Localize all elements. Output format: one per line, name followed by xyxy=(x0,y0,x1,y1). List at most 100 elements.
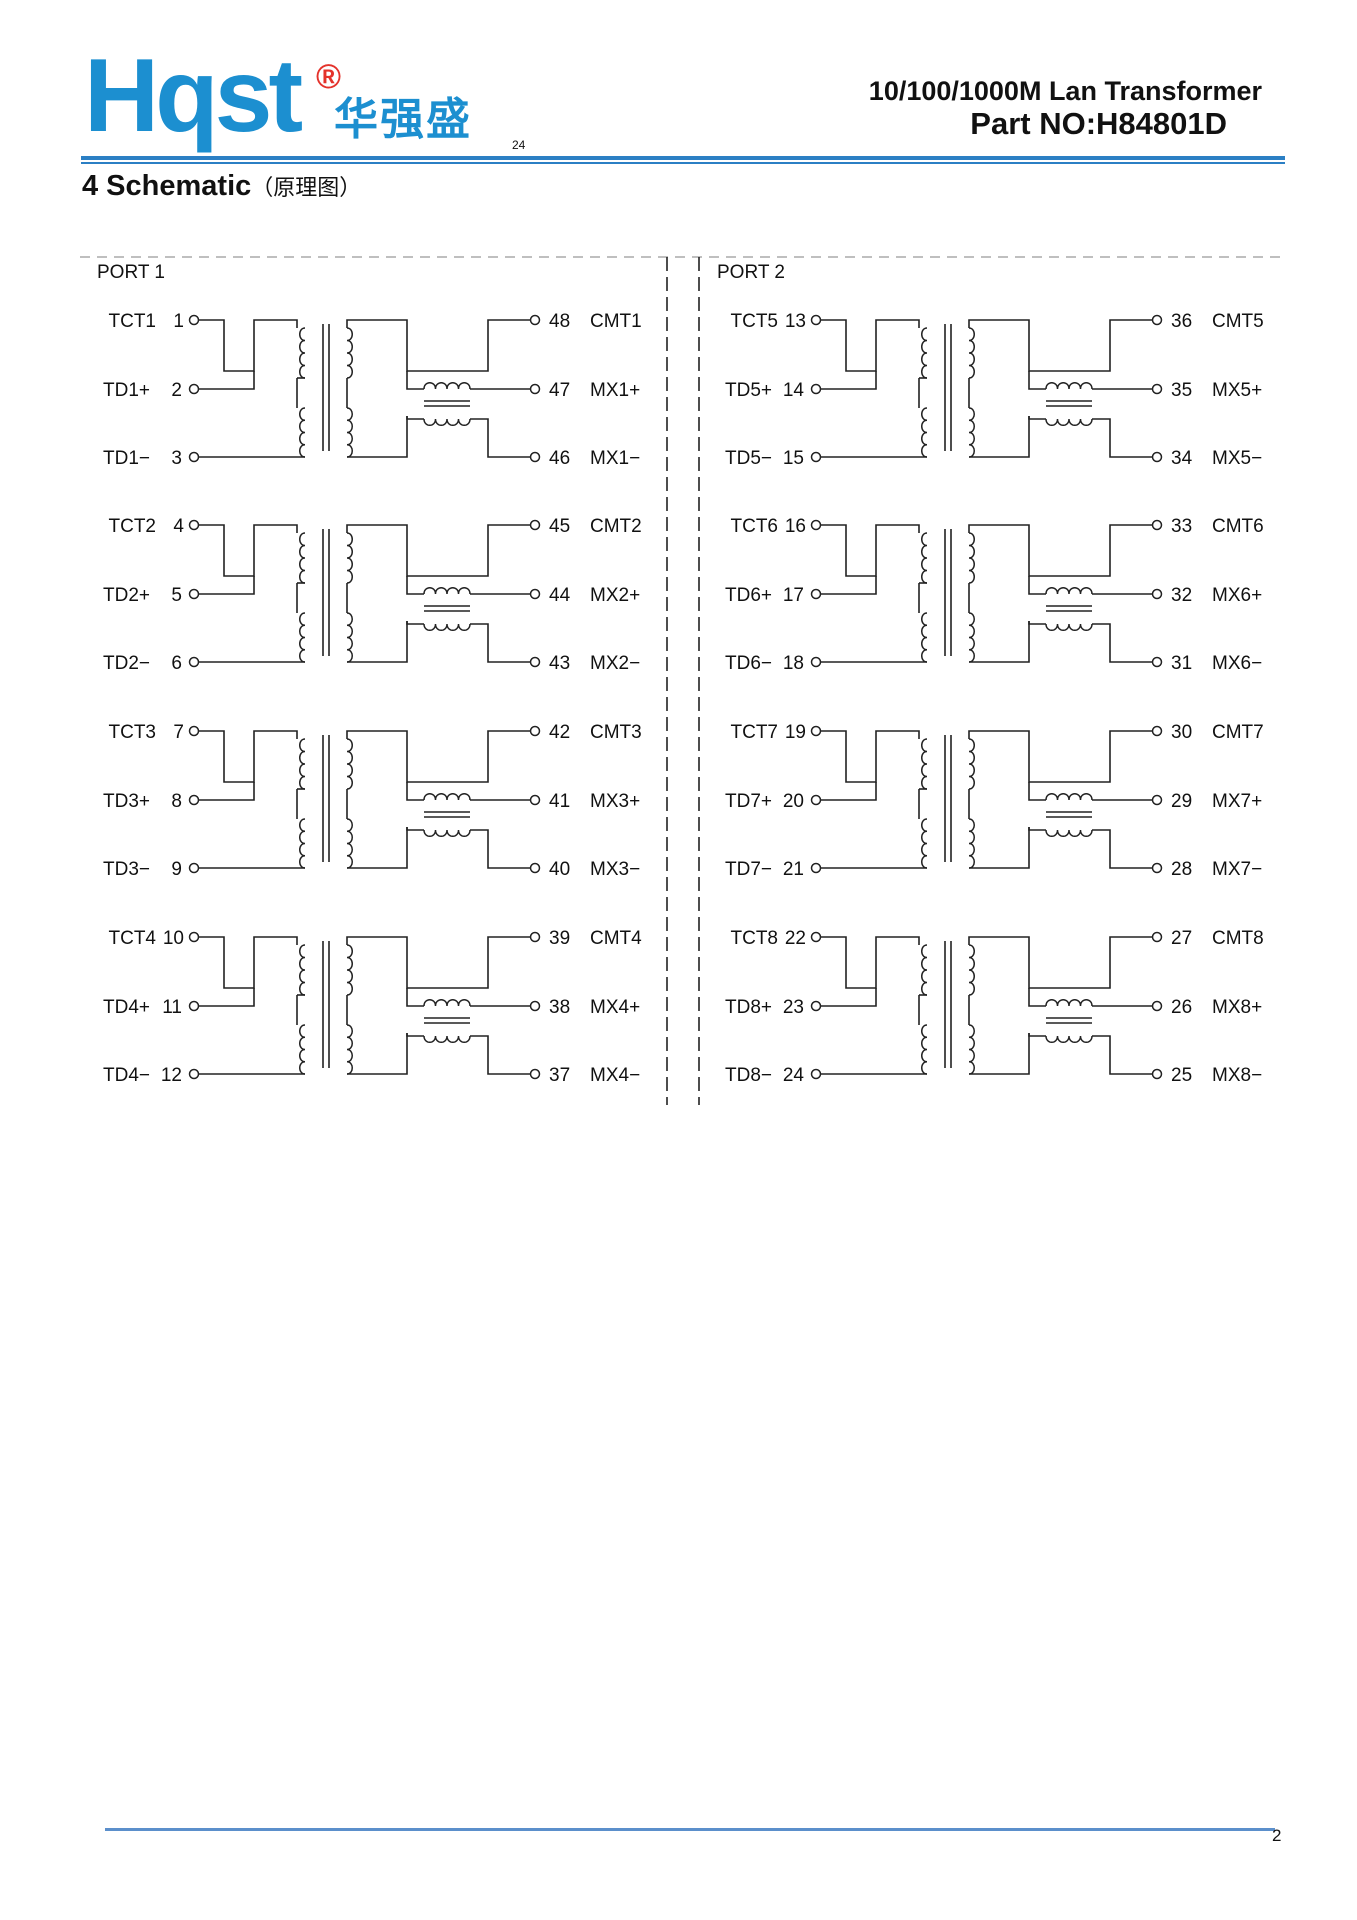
pin-terminal xyxy=(1151,451,1163,463)
company-logo: Hqst ® 华强盛 xyxy=(84,44,484,158)
choke-winding xyxy=(423,586,471,595)
pin-terminal xyxy=(1151,588,1163,600)
pin-terminal xyxy=(529,588,541,600)
pin-number: 20 xyxy=(783,791,804,812)
pin-label: TD1− xyxy=(103,448,150,469)
pin-number: 31 xyxy=(1171,653,1192,674)
pin-terminal xyxy=(810,383,822,395)
pin-number: 27 xyxy=(1171,928,1192,949)
pin-label: TD3+ xyxy=(103,791,150,812)
pin-label: MX2− xyxy=(590,653,640,674)
pin-label: MX4+ xyxy=(590,997,640,1018)
transformer-winding xyxy=(299,1024,306,1075)
pin-terminal xyxy=(188,451,200,463)
choke-winding xyxy=(423,381,471,390)
pin-terminal xyxy=(810,1000,822,1012)
pin-label: CMT3 xyxy=(590,722,642,743)
pin-label: TCT2 xyxy=(109,516,157,537)
pin-label: CMT5 xyxy=(1212,311,1264,332)
pin-number: 22 xyxy=(785,928,806,949)
pin-terminal xyxy=(810,314,822,326)
pin-number: 6 xyxy=(171,653,182,674)
pin-label: MX5− xyxy=(1212,448,1262,469)
pin-terminal xyxy=(810,725,822,737)
pin-terminal xyxy=(529,314,541,326)
pin-terminal xyxy=(810,794,822,806)
pin-terminal xyxy=(1151,931,1163,943)
pin-label: TD2+ xyxy=(103,585,150,606)
logo-chinese-name: 华强盛 xyxy=(334,94,472,145)
part-number: Part NO:H84801D xyxy=(970,106,1227,141)
pin-terminal xyxy=(188,931,200,943)
pin-label: TD6+ xyxy=(725,585,772,606)
pin-terminal xyxy=(188,1000,200,1012)
pin-terminal xyxy=(810,1068,822,1080)
pin-terminal xyxy=(188,1068,200,1080)
pin-number: 35 xyxy=(1171,380,1192,401)
pin-number: 8 xyxy=(171,791,182,812)
pin-terminal xyxy=(1151,519,1163,531)
pin-number: 5 xyxy=(171,585,182,606)
choke-winding xyxy=(1045,623,1093,632)
transformer-winding xyxy=(921,1024,928,1075)
pin-label: CMT4 xyxy=(590,928,642,949)
pin-terminal xyxy=(1151,725,1163,737)
pin-number: 1 xyxy=(173,311,184,332)
pin-terminal xyxy=(1151,794,1163,806)
pin-terminal xyxy=(529,1068,541,1080)
pin-number: 39 xyxy=(549,928,570,949)
pin-terminal xyxy=(188,794,200,806)
pin-label: TD8+ xyxy=(725,997,772,1018)
pin-terminal xyxy=(529,383,541,395)
logo-wordmark: Hqst xyxy=(84,38,303,154)
pin-number: 40 xyxy=(549,859,570,880)
pin-terminal xyxy=(810,588,822,600)
transformer-winding xyxy=(299,612,306,663)
pin-label: MX2+ xyxy=(590,585,640,606)
transformer-winding xyxy=(346,327,353,379)
choke-winding xyxy=(1045,792,1093,801)
transformer-winding xyxy=(968,612,975,663)
transformer-winding xyxy=(921,327,928,379)
header-rule xyxy=(81,156,1285,160)
pin-label: TCT3 xyxy=(109,722,157,743)
pin-label: TCT7 xyxy=(731,722,779,743)
choke-winding xyxy=(1045,586,1093,595)
pin-number: 46 xyxy=(549,448,570,469)
pin-label: TCT6 xyxy=(731,516,779,537)
pin-terminal xyxy=(529,794,541,806)
pin-label: TD6− xyxy=(725,653,772,674)
pin-label: MX1+ xyxy=(590,380,640,401)
pin-label: TCT8 xyxy=(731,928,779,949)
transformer-winding xyxy=(921,738,928,790)
pin-label: CMT2 xyxy=(590,516,642,537)
pin-number: 13 xyxy=(785,311,806,332)
pin-label: MX1− xyxy=(590,448,640,469)
pin-number: 30 xyxy=(1171,722,1192,743)
pin-terminal xyxy=(188,588,200,600)
pin-label: MX7+ xyxy=(1212,791,1262,812)
transformer-winding xyxy=(968,818,975,869)
pin-number: 17 xyxy=(783,585,804,606)
page-number: 2 xyxy=(1272,1826,1282,1845)
transformer-winding xyxy=(921,407,928,458)
choke-winding xyxy=(423,1035,471,1044)
pin-label: TD4+ xyxy=(103,997,150,1018)
pin-number: 10 xyxy=(163,928,184,949)
pin-number: 42 xyxy=(549,722,570,743)
transformer-winding xyxy=(968,327,975,379)
transformer-winding xyxy=(346,532,353,584)
pin-terminal xyxy=(1151,1000,1163,1012)
transformer-winding xyxy=(968,738,975,790)
transformer-winding xyxy=(921,532,928,584)
transformer-winding xyxy=(968,1024,975,1075)
pin-terminal xyxy=(810,862,822,874)
pin-label: MX3− xyxy=(590,859,640,880)
pin-label: CMT6 xyxy=(1212,516,1264,537)
pin-label: CMT8 xyxy=(1212,928,1264,949)
pin-number: 29 xyxy=(1171,791,1192,812)
pin-number: 45 xyxy=(549,516,570,537)
